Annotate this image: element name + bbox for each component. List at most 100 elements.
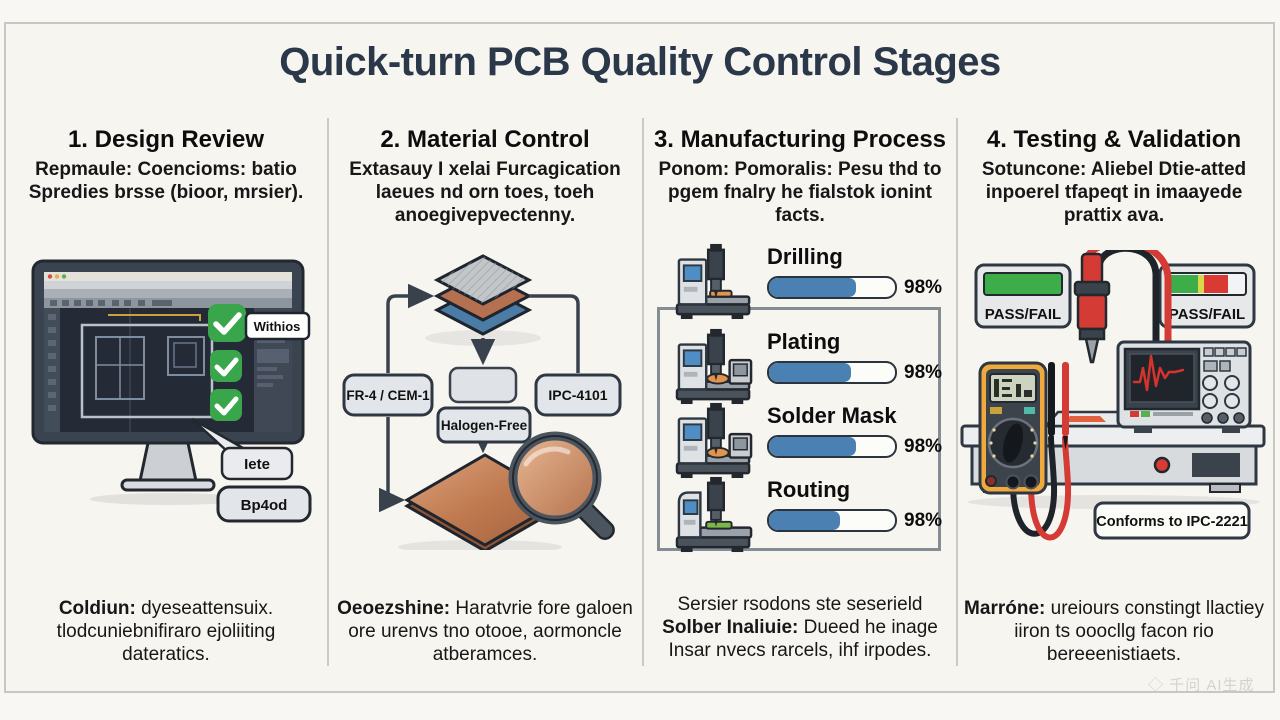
intro-rest: Pesu thd to pgem fnalry he fialstok ioni… bbox=[668, 159, 942, 226]
footer-lead: Oeoezshine: bbox=[337, 598, 451, 619]
column-heading: 4. Testing & Validation bbox=[986, 126, 1242, 153]
material-control-illustration: FR-4 / CEM-1 IPC-4101 Halogen-Free bbox=[330, 250, 630, 554]
tag-label-box: Bp4od bbox=[216, 485, 312, 523]
progress-fill bbox=[769, 363, 851, 382]
pass-fail-label: PASS/FAIL bbox=[985, 306, 1061, 323]
column-footer: Sersier rsodons ste seserield Solber Ina… bbox=[648, 593, 952, 663]
process-step-plating: Plating 98% bbox=[665, 327, 943, 407]
laminate-stack-icon bbox=[433, 254, 533, 336]
multimeter bbox=[978, 361, 1048, 495]
column-manufacturing-process: 3. Manufacturing Process Ponom: Pomorali… bbox=[646, 126, 954, 227]
check-icon bbox=[210, 389, 242, 421]
scope-knobs bbox=[1202, 375, 1240, 409]
column-divider bbox=[327, 118, 329, 666]
material-flow-diagram: FR-4 / CEM-1 IPC-4101 Halogen-Free bbox=[342, 254, 622, 554]
process-step-drilling: Drilling 98% bbox=[665, 242, 943, 322]
column-footer: Oeoezshine: Haratvrie fore galoen ore ur… bbox=[336, 597, 634, 667]
page-title: Quick-turn PCB Quality Control Stages bbox=[279, 40, 1001, 84]
cnc-machine-icon bbox=[675, 476, 753, 553]
ipc4101-label: IPC-4101 bbox=[548, 387, 607, 403]
monitor-shadow bbox=[90, 493, 246, 505]
traffic-light-green-icon bbox=[61, 274, 67, 279]
monitor-illustration: Withios Iete Bp4od bbox=[31, 259, 312, 523]
check-label: Withios bbox=[254, 319, 301, 334]
column-intro: Extasauy I xelai Furcagication laeues nd… bbox=[332, 159, 638, 227]
footer-rest: ureiours constingt llactiey iiron ts ooo… bbox=[1014, 598, 1264, 666]
cnc-machine-icon bbox=[675, 243, 751, 320]
step-label: Plating bbox=[767, 329, 841, 354]
watermark: ◇ 千问 AI生成 bbox=[1148, 674, 1255, 695]
check-label-box: Withios bbox=[244, 311, 311, 341]
footer-lead: Solber Inaliuie: bbox=[662, 617, 799, 639]
step-label: Solder Mask bbox=[767, 403, 897, 428]
testing-illustration: PASS/FAIL PASS/FAIL bbox=[958, 238, 1272, 560]
progress-fill bbox=[769, 437, 856, 456]
speech-bubble: Iete bbox=[191, 417, 294, 481]
watermark-icon: ◇ bbox=[1148, 677, 1165, 694]
column-design-review: 1. Design Review Repmaule: Coencioms: ba… bbox=[10, 126, 322, 205]
fr4-box: FR-4 / CEM-1 bbox=[342, 373, 434, 417]
probe-pens bbox=[1048, 362, 1069, 450]
traffic-light-red-icon bbox=[47, 274, 53, 279]
progress-bar bbox=[767, 435, 897, 458]
check-icon bbox=[208, 304, 246, 342]
blank-spec-box bbox=[448, 366, 518, 404]
pass-fail-indicator-right: PASS/FAIL bbox=[1158, 263, 1256, 329]
cad-screen bbox=[44, 272, 292, 432]
footer-rest: Haratvrie fore galoen ore urenvs tno oto… bbox=[348, 598, 633, 666]
footer-lead: Coldiun: bbox=[58, 598, 136, 619]
footer-pre: Sersier rsodons ste seserield bbox=[677, 594, 923, 615]
cnc-machine-icon bbox=[675, 402, 753, 479]
waveform bbox=[1132, 354, 1185, 392]
bubble-label: Iete bbox=[244, 456, 270, 473]
intro-lead: Repmaule: Coencioms: bbox=[35, 159, 247, 180]
magnifier-icon bbox=[508, 431, 615, 540]
traffic-light-yellow-icon bbox=[54, 274, 60, 279]
column-footer: Coldiun: dyeseattensuix. tlodcuniebnifir… bbox=[14, 597, 318, 667]
status-bar-green bbox=[983, 272, 1063, 296]
progress-bar bbox=[767, 509, 897, 532]
selection-outline bbox=[108, 314, 201, 321]
intro-lead: Extasauy I xelai Furcagication bbox=[349, 159, 621, 180]
monitor-base bbox=[120, 478, 216, 492]
fr4-label: FR-4 / CEM-1 bbox=[346, 388, 430, 403]
pass-fail-indicator-left: PASS/FAIL bbox=[974, 263, 1072, 329]
intro-lead: Sotuncone: bbox=[981, 159, 1087, 180]
column-heading: 3. Manufacturing Process bbox=[653, 126, 947, 153]
ipc4101-box: IPC-4101 bbox=[534, 373, 622, 417]
column-intro: Ponom: Pomoralis: Pesu thd to pgem fnalr… bbox=[646, 159, 954, 227]
intro-rest: laeues nd orn toes, toeh anoegivepvecten… bbox=[375, 181, 595, 226]
progress-value: 98% bbox=[904, 276, 943, 298]
column-divider bbox=[642, 118, 644, 666]
progress-value: 98% bbox=[904, 435, 943, 457]
process-step-routing: Routing 98% bbox=[665, 475, 942, 555]
column-footer: Marróne: ureiours constingt llactiey iir… bbox=[962, 597, 1266, 667]
conforms-label: Conforms to IPC-2221 bbox=[1096, 514, 1247, 530]
column-heading: 2. Material Control bbox=[380, 126, 590, 153]
column-heading: 1. Design Review bbox=[67, 126, 265, 153]
design-review-illustration: Withios Iete Bp4od bbox=[20, 253, 320, 553]
conforms-box: Conforms to IPC-2221 bbox=[1093, 501, 1251, 540]
manufacturing-steps-illustration: Drilling 98% Plating 98% Solder Mask 98%… bbox=[645, 240, 953, 562]
tag-label: Bp4od bbox=[241, 497, 288, 514]
progress-bar bbox=[767, 361, 897, 384]
flow-connectors bbox=[379, 283, 580, 513]
intro-rest: Aliebel Dtie-atted inpoerel tfapeqt in i… bbox=[985, 159, 1247, 226]
column-divider bbox=[956, 118, 958, 666]
check-icon bbox=[210, 350, 242, 382]
process-step-solder-mask: Solder Mask 98% bbox=[665, 401, 943, 481]
column-intro: Sotuncone: Aliebel Dtie-atted inpoerel t… bbox=[958, 159, 1270, 227]
progress-value: 98% bbox=[904, 361, 943, 383]
column-material-control: 2. Material Control Extasauy I xelai Fur… bbox=[332, 126, 638, 227]
footer-rest: dyeseattensuix. tlodcuniebnifiraro ejoli… bbox=[56, 598, 276, 666]
process-box-frame bbox=[657, 307, 941, 551]
halogen-free-label: Halogen-Free bbox=[441, 418, 528, 433]
bench-button bbox=[1153, 456, 1171, 474]
column-intro: Repmaule: Coencioms: batio Spredies brss… bbox=[10, 159, 322, 205]
cnc-machine-icon bbox=[675, 328, 753, 405]
footer-lead: Marróne: bbox=[964, 598, 1046, 619]
bench-panel bbox=[1192, 453, 1240, 477]
test-probe-icon bbox=[1073, 252, 1111, 364]
monitor-stand bbox=[138, 441, 198, 483]
